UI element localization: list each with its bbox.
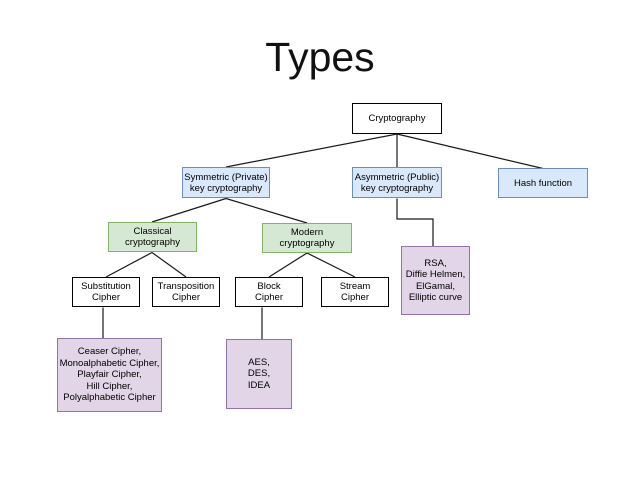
node-asymmetric-examples: RSA, Diffie Helmen, ElGamal, Elliptic cu… [401, 246, 470, 315]
node-symmetric-key: Symmetric (Private) key cryptography [182, 167, 270, 198]
node-modern-cryptography: Modern cryptography [262, 223, 352, 253]
node-stream-cipher: Stream Cipher [321, 277, 389, 307]
edge-modern-block [268, 252, 308, 278]
diagram-title: Types [265, 34, 375, 80]
node-transposition-cipher: Transposition Cipher [152, 277, 220, 307]
edge-cryptography-symmetric [225, 133, 398, 168]
edge-asymmetric-examples [396, 198, 434, 246]
node-block-cipher: Block Cipher [235, 277, 303, 307]
node-cryptography: Cryptography [352, 103, 442, 134]
edge-modern-stream [306, 252, 356, 278]
node-block-examples: AES, DES, IDEA [226, 339, 292, 409]
node-substitution-cipher: Substitution Cipher [72, 277, 140, 307]
edge-classical-substitution [105, 251, 153, 278]
edge-symmetric-classical [151, 197, 227, 223]
edge-classical-transposition [151, 252, 187, 278]
edge-cryptography-hash [396, 133, 544, 170]
node-classical-cryptography: Classical cryptography [108, 222, 197, 252]
node-asymmetric-key: Asymmetric (Public) key cryptography [352, 167, 442, 198]
edge-symmetric-modern [225, 197, 308, 224]
node-hash-function: Hash function [498, 168, 588, 198]
node-substitution-examples: Ceaser Cipher, Monoalphabetic Cipher, Pl… [57, 338, 162, 412]
